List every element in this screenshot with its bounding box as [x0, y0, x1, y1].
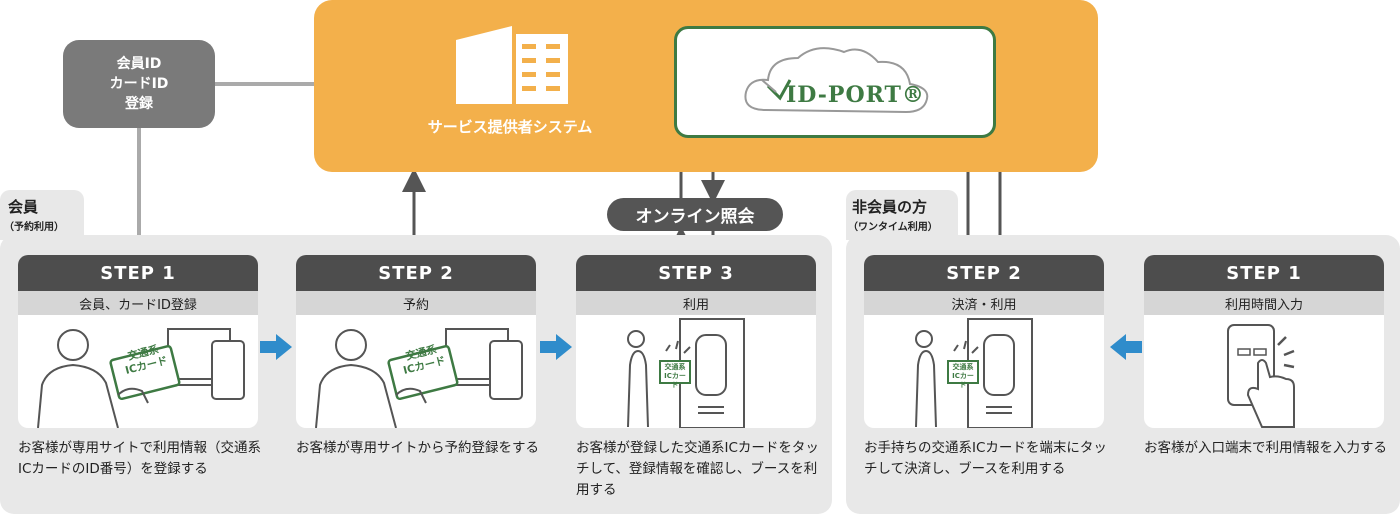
nonmember-section-subtitle: （ワンタイム利用） [848, 222, 938, 233]
arrow-right-icon [540, 334, 572, 360]
step-illustration: 交通系 ICカード [576, 315, 816, 428]
step-subtitle: 利用時間入力 [1144, 291, 1384, 315]
touch-terminal-icon [1227, 324, 1295, 428]
step-illustration: 交通系 ICカード [18, 315, 258, 428]
step-card-nonmember-1: STEP 1 利用時間入力 [1144, 255, 1384, 428]
step-heading: STEP 2 [864, 255, 1104, 291]
step-heading: STEP 1 [1144, 255, 1384, 291]
building-icon [456, 26, 568, 104]
ic-card-label-small: 交通系 ICカード [664, 363, 686, 389]
cloud-icon [744, 47, 929, 114]
person-with-card-icon [315, 328, 523, 428]
step-card-member-3: STEP 3 利用 交通系 ICカード [576, 255, 816, 428]
nonmember-section-title: 非会員の方 [852, 198, 928, 216]
booth-terminal-icon [627, 318, 745, 428]
step-card-member-2: STEP 2 予約 交通系 ICカード [296, 255, 536, 428]
step-illustration [1144, 315, 1384, 428]
nonmember-tab [846, 190, 958, 240]
step-description: お客様が専用サイトから予約登録をする [296, 440, 539, 456]
step-description: お客様が登録した交通系ICカードをタッチして、登録情報を確認し、ブースを利用する [576, 440, 819, 498]
step-subtitle: 会員、カードID登録 [18, 291, 258, 315]
member-section-subtitle: （予約利用） [4, 222, 64, 233]
arrow-left-icon [1110, 334, 1142, 360]
service-system-label: サービス提供者システム [427, 118, 593, 136]
arrow-right-icon [260, 334, 292, 360]
step-illustration: 交通系 ICカード [296, 315, 536, 428]
step-card-nonmember-2: STEP 2 決済・利用 交通系 ICカード [864, 255, 1104, 428]
booth-terminal-icon [915, 318, 1033, 428]
member-section-title: 会員 [8, 198, 39, 216]
step-heading: STEP 2 [296, 255, 536, 291]
step-heading: STEP 1 [18, 255, 258, 291]
step-subtitle: 決済・利用 [864, 291, 1104, 315]
member-tab [0, 190, 84, 240]
idport-box [674, 26, 996, 138]
step-subtitle: 利用 [576, 291, 816, 315]
step-card-member-1: STEP 1 会員、カードID登録 交通系 ICカード [18, 255, 258, 428]
member-registration-box: 会員ID カードID 登録 [63, 40, 215, 128]
online-inquiry-badge: オンライン照会 [607, 198, 783, 231]
step-illustration: 交通系 ICカード [864, 315, 1104, 428]
step-description: お手持ちの交通系ICカードを端末にタッチして決済し、ブースを利用する [864, 440, 1107, 477]
ic-card-label-small: 交通系 ICカード [952, 363, 974, 389]
step-subtitle: 予約 [296, 291, 536, 315]
person-with-card-icon [37, 328, 245, 428]
step-description: お客様が専用サイトで利用情報（交通系ICカードのID番号）を登録する [18, 440, 261, 477]
idport-logo-text: ID-PORT® [786, 82, 925, 108]
step-heading: STEP 3 [576, 255, 816, 291]
step-description: お客様が入口端末で利用情報を入力する [1144, 440, 1387, 456]
